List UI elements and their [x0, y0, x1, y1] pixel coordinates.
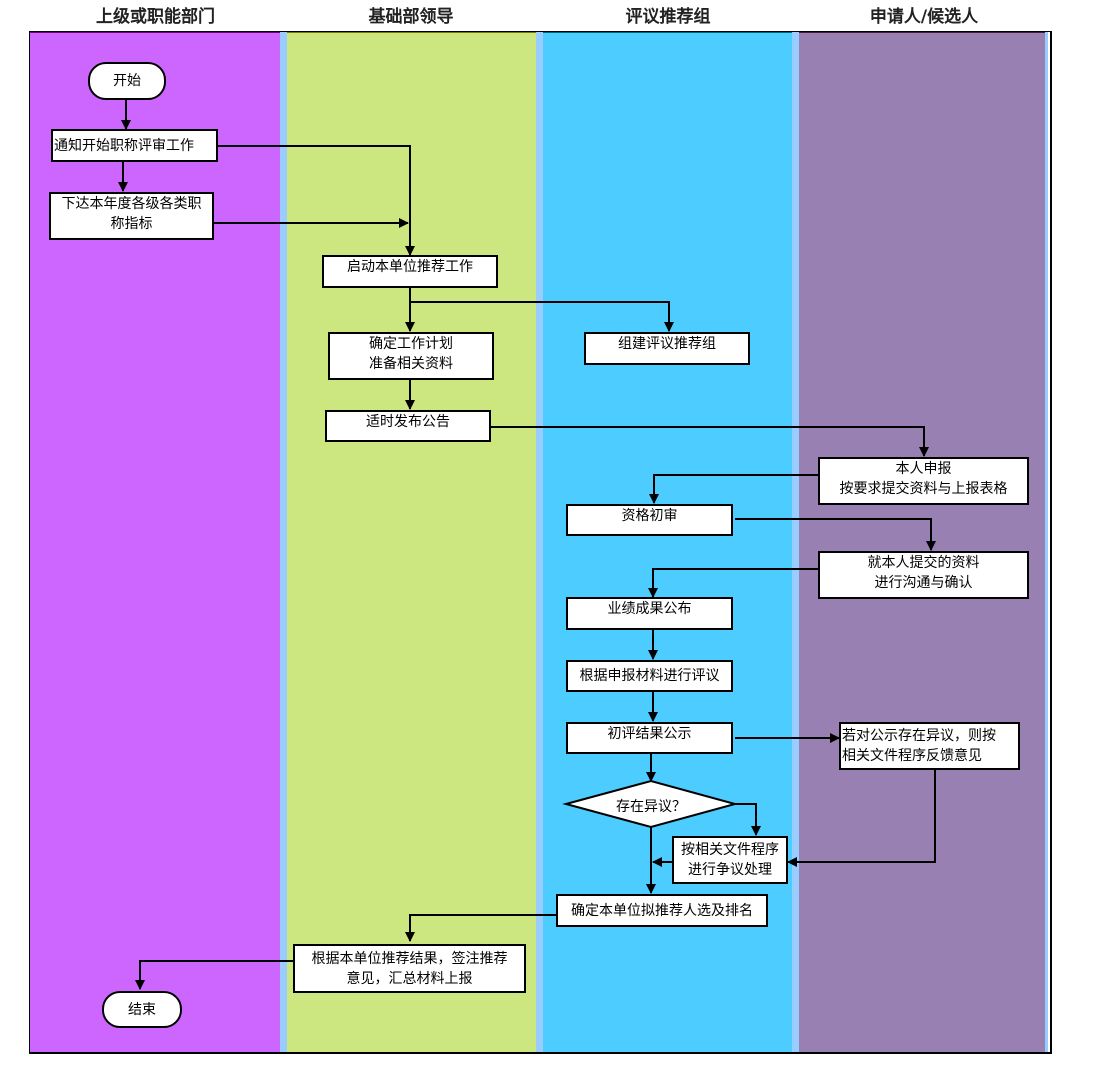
step-confirm[interactable]: 就本人提交的资料 进行沟通与确认	[818, 551, 1029, 599]
lane-title-applicant: 申请人/候选人	[869, 7, 979, 27]
arrow-notify-to-launch	[218, 145, 415, 256]
step-objection-feedback[interactable]: 若对公示存在异议，则按 相关文件程序反馈意见	[839, 722, 1020, 770]
step-apply[interactable]: 本人申报 按要求提交资料与上报表格	[818, 457, 1029, 505]
arrow-signreport-to-end	[135, 960, 294, 990]
step-sign-report[interactable]: 根据本单位推荐结果，签注推荐 意见，汇总材料上报	[293, 944, 526, 993]
arrow-apply-to-qualreview	[649, 474, 819, 504]
lane-separator	[536, 31, 543, 1052]
step-qualification-review[interactable]: 资格初审	[566, 504, 733, 536]
step-ranking[interactable]: 确定本单位拟推荐人选及排名	[556, 894, 768, 927]
lane-separator	[792, 31, 799, 1052]
lane-base-leadership	[287, 31, 536, 1054]
lane-title-review-group: 评议推荐组	[625, 7, 711, 27]
step-announce[interactable]: 适时发布公告	[325, 410, 491, 442]
lane-title-superior-dept: 上级或职能部门	[96, 7, 215, 27]
step-launch[interactable]: 启动本单位推荐工作	[322, 255, 498, 288]
decision-diamond	[562, 779, 739, 829]
step-form-group[interactable]: 组建评议推荐组	[584, 332, 750, 365]
arrow-announce-to-apply	[491, 426, 929, 457]
step-notify[interactable]: 通知开始职称评审工作	[51, 129, 218, 162]
arrow-qualreview-to-confirm	[735, 518, 936, 551]
lane-title-base-leadership: 基础部领导	[368, 7, 454, 27]
start-terminal[interactable]: 开始	[88, 62, 166, 100]
lane-applicant	[799, 31, 1045, 1054]
step-plan[interactable]: 确定工作计划 准备相关资料	[328, 332, 494, 380]
end-terminal[interactable]: 结束	[102, 991, 182, 1028]
step-quota[interactable]: 下达本年度各级各类职 称指标	[49, 192, 214, 240]
step-publish-results[interactable]: 业绩成果公布	[566, 597, 733, 630]
arrow-feedback-to-dispute	[787, 770, 936, 867]
arrow-confirm-to-publish	[648, 568, 819, 598]
lane-separator	[1045, 31, 1048, 1052]
lane-separator	[280, 31, 287, 1052]
arrow-launch-to-group	[410, 301, 674, 332]
step-dispute[interactable]: 按相关文件程序 进行争议处理	[672, 836, 788, 884]
step-prelim-publicity[interactable]: 初评结果公示	[566, 722, 733, 754]
step-evaluate[interactable]: 根据申报材料进行评议	[566, 660, 733, 692]
arrow-decision-to-dispute	[735, 803, 761, 836]
decision-label: 存在异议？	[616, 799, 686, 815]
arrow-ranking-to-signreport	[405, 914, 557, 942]
